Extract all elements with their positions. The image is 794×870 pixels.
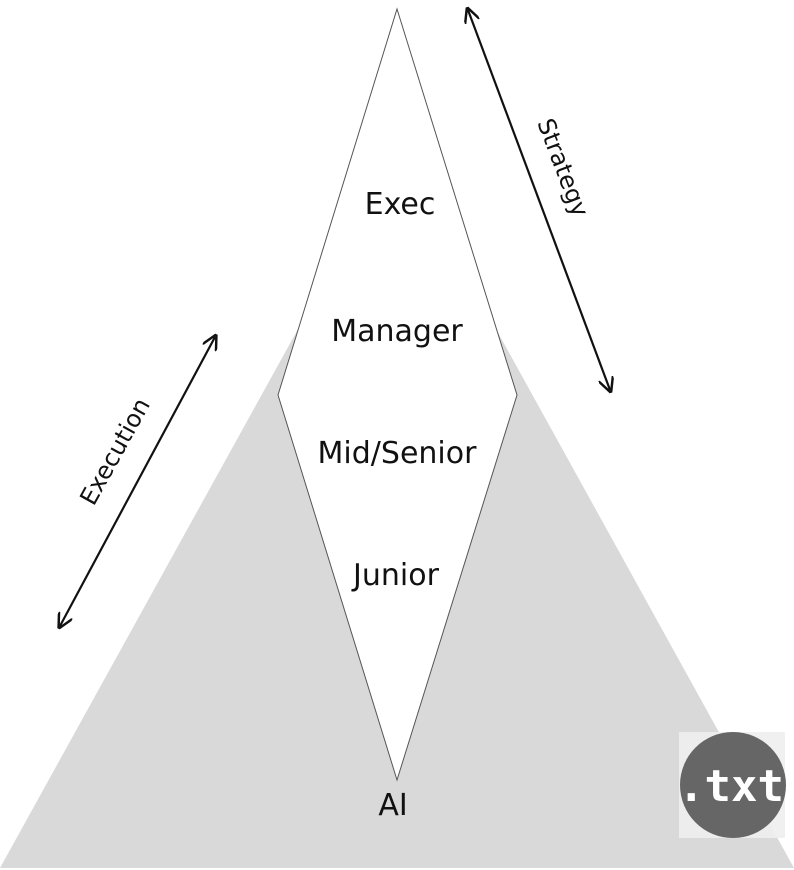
execution-arrow: [60, 337, 215, 626]
logo-text: .txt: [678, 761, 784, 812]
logo-circle: [680, 732, 786, 838]
level-label-mid-senior: Mid/Senior: [318, 436, 478, 471]
txt-logo: .txt: [678, 732, 786, 838]
level-label-ai: AI: [378, 788, 407, 823]
execution-label: Execution: [74, 393, 156, 510]
level-label-exec: Exec: [365, 187, 436, 222]
strategy-arrow: [468, 10, 610, 390]
level-label-manager: Manager: [331, 314, 463, 349]
level-label-junior: Junior: [351, 558, 440, 593]
